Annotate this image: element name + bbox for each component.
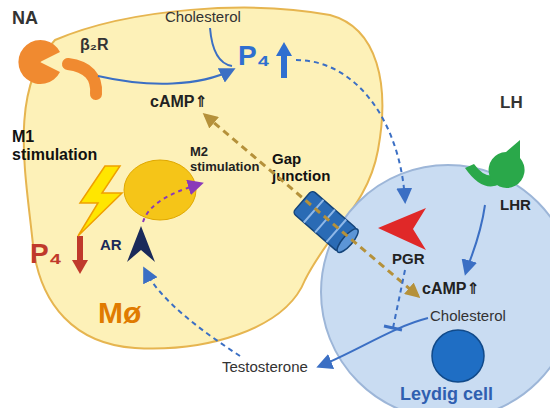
molecule-label: Testosterone [222, 358, 308, 375]
messenger-label: cAMP⇑ [150, 93, 208, 111]
molecule-label: Cholesterol [430, 307, 506, 324]
increase-arrow [281, 54, 287, 78]
gap-junction: Gap junction [268, 148, 360, 258]
node-text: Mø [98, 296, 141, 331]
receptor: AR [98, 222, 158, 267]
node-text: Leydig cell [400, 384, 493, 405]
ligand: NA [5, 5, 65, 85]
node-text: PGR [392, 250, 425, 267]
node-text: Gap junction [272, 150, 347, 185]
node-text: AR [100, 236, 122, 253]
stimulus-label: M2 stimulation [190, 145, 270, 175]
node-text: LHR [500, 196, 531, 213]
hormone-label: P₄ [30, 238, 62, 270]
messenger-label: cAMP⇑ [422, 280, 480, 298]
receptor: PGR [372, 204, 448, 270]
hormone-label: P₄ [238, 40, 270, 72]
stimulus-label: M1 stimulation [12, 128, 112, 165]
ligand: LH [480, 92, 548, 162]
molecule-label: Cholesterol [165, 8, 241, 25]
receptor: β₂R [55, 34, 135, 100]
node-text: LH [500, 93, 523, 113]
node-text: β₂R [80, 36, 108, 54]
decrease-arrow [77, 236, 83, 262]
node-text: NA [12, 8, 38, 29]
